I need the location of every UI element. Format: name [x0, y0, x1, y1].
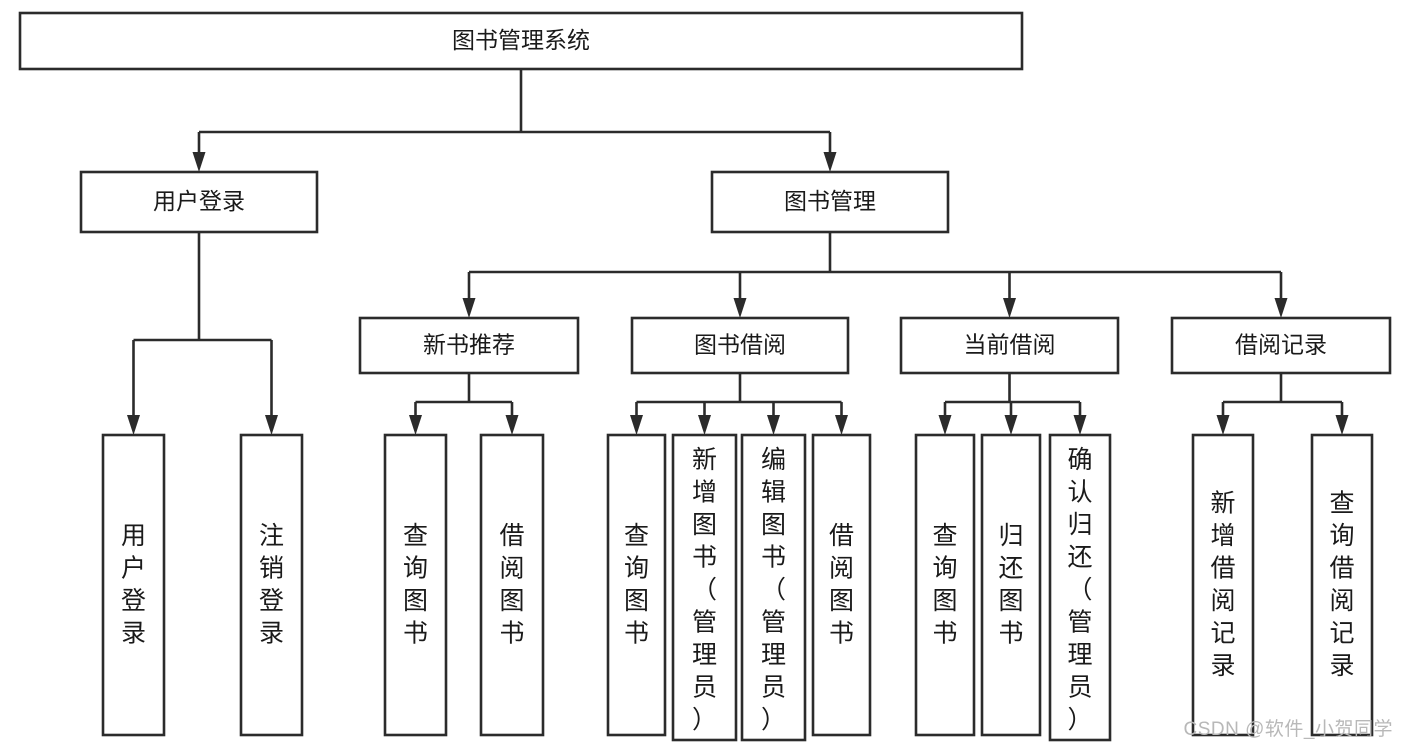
node-current-borrow[interactable]: 当前借阅: [899, 316, 1120, 375]
node-book-manage[interactable]: 图书管理: [710, 170, 950, 234]
arrow-head-icon: [505, 415, 519, 435]
node-box: [811, 433, 872, 737]
node-leaf-query-book-1[interactable]: 查询图书: [383, 433, 448, 737]
node-book-borrow[interactable]: 图书借阅: [630, 316, 850, 375]
arrow-head-icon: [1004, 415, 1018, 435]
arrow-head-icon: [265, 415, 278, 435]
edge-group-book_borrow: [630, 373, 848, 435]
node-box: [383, 433, 448, 737]
node-box: [79, 170, 319, 234]
arrow-head-icon: [1003, 298, 1016, 318]
edge-group-root: [192, 69, 837, 172]
arrow-head-icon: [938, 415, 952, 435]
node-new-book-rec[interactable]: 新书推荐: [358, 316, 580, 375]
node-leaf-user-logout[interactable]: 注销登录: [239, 433, 304, 737]
node-label: 借阅图书: [829, 522, 854, 648]
arrow-head-icon: [630, 415, 643, 435]
node-label: 用户登录: [153, 188, 245, 214]
node-label: 图书借阅: [694, 332, 786, 358]
node-user-login[interactable]: 用户登录: [79, 170, 319, 234]
node-box: [1170, 316, 1392, 375]
node-box: [710, 170, 950, 234]
node-leaf-confirm-return[interactable]: 确认归还（管理员）: [1048, 433, 1112, 742]
node-box: [18, 11, 1024, 71]
arrow-head-icon: [733, 298, 747, 318]
node-box: [1191, 433, 1255, 737]
node-leaf-query-book-3[interactable]: 查询图书: [914, 433, 976, 737]
node-label: 新书推荐: [423, 332, 515, 358]
node-borrow-record[interactable]: 借阅记录: [1170, 316, 1392, 375]
node-leaf-add-book[interactable]: 新增图书（管理员）: [671, 433, 738, 742]
node-layer: 图书管理系统用户登录图书管理新书推荐图书借阅当前借阅借阅记录用户登录注销登录查询…: [18, 11, 1392, 742]
node-root[interactable]: 图书管理系统: [18, 11, 1024, 71]
edge-group-borrow_record: [1216, 373, 1349, 435]
arrow-head-icon: [767, 415, 780, 435]
edge-group-current_borrow: [938, 373, 1087, 435]
node-label: 查询图书: [932, 522, 957, 648]
node-leaf-query-record[interactable]: 查询借阅记录: [1310, 433, 1374, 737]
node-label: 新增借阅记录: [1210, 489, 1235, 680]
node-box: [358, 316, 580, 375]
node-box: [980, 433, 1042, 737]
node-leaf-edit-book[interactable]: 编辑图书（管理员）: [740, 433, 807, 742]
node-label: 当前借阅: [964, 332, 1056, 358]
edge-group-new_book_rec: [409, 373, 519, 435]
node-label: 查询借阅记录: [1329, 489, 1354, 680]
node-box: [1048, 433, 1112, 742]
arrow-head-icon: [1216, 415, 1230, 435]
arrow-head-icon: [462, 298, 476, 318]
node-label: 借阅图书: [499, 522, 524, 648]
node-box: [740, 433, 807, 742]
node-label: 确认归还（管理员）: [1067, 446, 1092, 734]
node-leaf-borrow-book-1[interactable]: 借阅图书: [479, 433, 545, 737]
node-leaf-borrow-book-2[interactable]: 借阅图书: [811, 433, 872, 737]
node-leaf-add-record[interactable]: 新增借阅记录: [1191, 433, 1255, 737]
node-box: [479, 433, 545, 737]
node-label: 归还图书: [998, 522, 1023, 648]
node-label: 查询图书: [624, 522, 649, 648]
arrow-head-icon: [1335, 415, 1349, 435]
node-box: [899, 316, 1120, 375]
node-leaf-return-book[interactable]: 归还图书: [980, 433, 1042, 737]
node-box: [606, 433, 667, 737]
arrow-head-icon: [823, 152, 837, 172]
arrow-head-icon: [835, 415, 848, 435]
node-leaf-query-book-2[interactable]: 查询图书: [606, 433, 667, 737]
node-label: 用户登录: [121, 522, 146, 648]
node-box: [1310, 433, 1374, 737]
arrow-head-icon: [127, 415, 140, 435]
arrow-head-icon: [1073, 415, 1087, 435]
arrow-head-icon: [192, 152, 206, 172]
node-box: [630, 316, 850, 375]
node-box: [239, 433, 304, 737]
edge-layer: [127, 69, 1349, 435]
node-label: 图书管理: [784, 188, 876, 214]
node-box: [914, 433, 976, 737]
node-label: 编辑图书（管理员）: [761, 446, 786, 734]
node-label: 新增图书（管理员）: [692, 446, 717, 734]
arrow-head-icon: [409, 415, 422, 435]
node-box: [101, 433, 166, 737]
arrow-head-icon: [698, 415, 711, 435]
node-box: [671, 433, 738, 742]
node-label: 借阅记录: [1235, 332, 1327, 358]
arrow-head-icon: [1274, 298, 1288, 318]
node-leaf-user-login[interactable]: 用户登录: [101, 433, 166, 737]
node-label: 注销登录: [259, 522, 284, 648]
edge-group-book_manage: [462, 232, 1288, 318]
edge-group-user_login: [127, 232, 278, 435]
node-label: 查询图书: [403, 522, 428, 648]
node-label: 图书管理系统: [452, 27, 590, 53]
